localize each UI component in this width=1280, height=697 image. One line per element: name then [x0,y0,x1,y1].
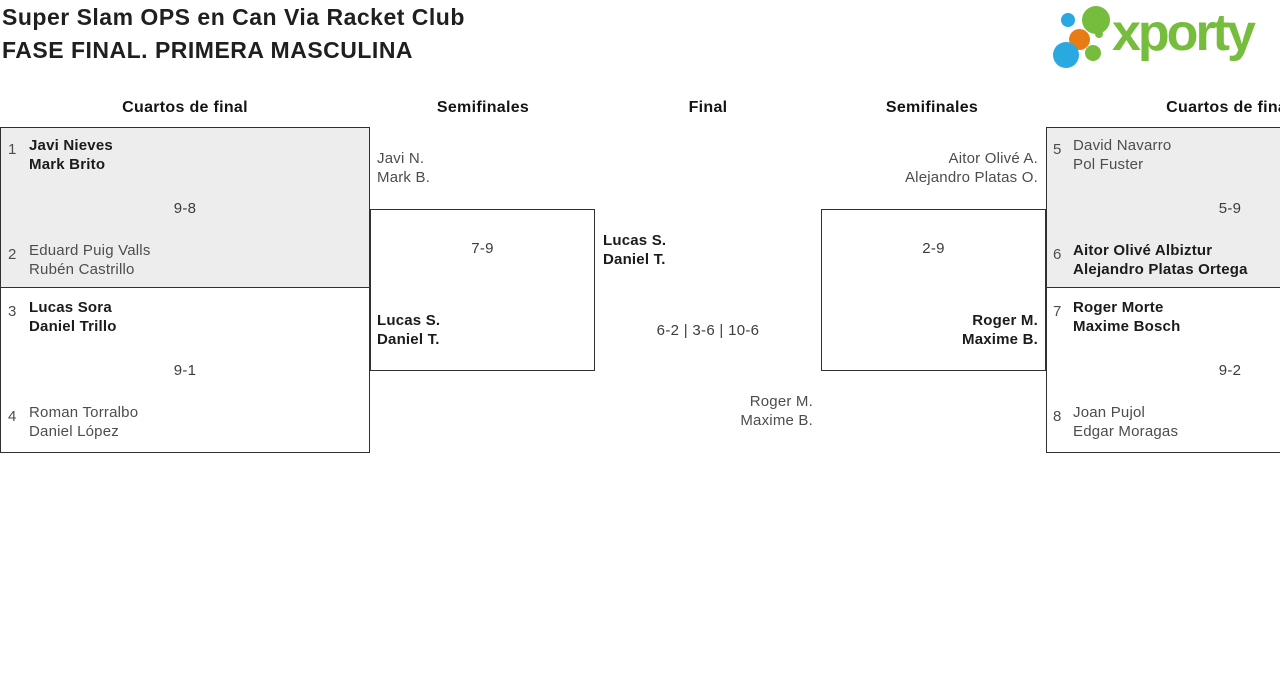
player-name: Aitor Olivé A. [948,150,1038,167]
player-name: Javi N. [377,150,425,167]
team-qf2-bottom: Roman Torralbo Daniel López [29,403,138,441]
player-name: Edgar Moragas [1073,423,1179,440]
logo-wordmark: xporty [1112,4,1256,62]
logo-dot-icon [1082,6,1110,34]
match-box-sf2[interactable] [821,209,1046,371]
match-box-qf4[interactable] [1046,287,1280,453]
player-name: Lucas S. [377,312,441,329]
team-qf4-top: Roger Morte Maxime Bosch [1073,298,1180,336]
player-name: Roger M. [749,393,813,410]
seed-qf3-bottom: 6 [1053,246,1062,263]
match-box-qf2[interactable] [0,287,370,453]
player-name: Joan Pujol [1073,404,1146,421]
player-name: Maxime Bosch [1073,318,1181,335]
player-name: Daniel López [29,423,119,440]
player-name: Alejandro Platas Ortega [1073,261,1248,278]
logo-dot-icon [1085,45,1101,61]
player-name: Maxime B. [740,412,813,429]
player-name: Lucas S. [603,232,667,249]
team-sf2-bottom: Roger M. Maxime B. [962,311,1038,349]
player-name: Aitor Olivé Albiztur [1073,242,1213,259]
seed-qf3-top: 5 [1053,141,1062,158]
player-name: Alejandro Platas O. [904,169,1038,186]
tournament-title: Super Slam OPS en Can Via Racket Club [2,4,465,30]
phase-subtitle: FASE FINAL. PRIMERA MASCULINA [2,37,414,63]
player-name: Maxime B. [962,331,1038,348]
player-name: Daniel T. [603,251,666,268]
seed-qf4-top: 7 [1053,303,1062,320]
seed-qf2-top: 3 [8,303,17,320]
seed-qf4-bottom: 8 [1053,408,1062,425]
player-name: Roger M. [972,312,1038,329]
seed-qf1-bottom: 2 [8,246,17,263]
score-qf1: 9-8 [173,200,197,217]
team-qf3-bottom: Aitor Olivé Albiztur Alejandro Platas Or… [1073,241,1248,279]
team-qf1-bottom: Eduard Puig Valls Rubén Castrillo [29,241,151,279]
round-header-sf-right: Semifinales [885,99,979,116]
team-final-bottom: Roger M. Maxime B. [740,392,813,430]
team-qf3-top: David Navarro Pol Fuster [1073,136,1171,174]
match-box-sf1[interactable] [370,209,595,371]
player-name: Lucas Sora [29,299,112,316]
seed-qf2-bottom: 4 [8,408,17,425]
player-name: Daniel Trillo [29,318,117,335]
player-name: Pol Fuster [1073,156,1144,173]
seed-qf1-top: 1 [8,141,17,158]
player-name: David Navarro [1073,137,1172,154]
score-sf1: 7-9 [471,240,494,257]
team-sf1-bottom: Lucas S. Daniel T. [377,311,440,349]
team-qf4-bottom: Joan Pujol Edgar Moragas [1073,403,1178,441]
score-sf2: 2-9 [922,240,945,257]
team-final-top: Lucas S. Daniel T. [603,231,666,269]
player-name: Rubén Castrillo [29,261,135,278]
logo-dot-icon [1053,42,1079,68]
team-sf2-top: Aitor Olivé A. Alejandro Platas O. [905,149,1038,187]
team-sf1-top: Javi N. Mark B. [377,149,430,187]
team-qf2-top: Lucas Sora Daniel Trillo [29,298,117,336]
page-title: Super Slam OPS en Can Via Racket Club FA… [2,1,465,67]
team-qf1-top: Javi Nieves Mark Brito [29,136,113,174]
round-header-sf-left: Semifinales [436,99,530,116]
player-name: Mark B. [377,169,431,186]
match-box-qf1[interactable] [0,127,370,288]
score-qf4: 9-2 [1218,362,1242,379]
logo-dot-icon [1061,13,1075,27]
player-name: Javi Nieves [29,137,113,154]
player-name: Roger Morte [1073,299,1164,316]
logo-dot-icon [1095,30,1103,38]
score-qf2: 9-1 [173,362,197,379]
round-header-qf-left: Cuartos de final [122,99,248,116]
match-box-qf3[interactable] [1046,127,1280,288]
round-header-final: Final [688,99,728,116]
score-final: 6-2 | 3-6 | 10-6 [656,322,760,339]
xporty-logo[interactable]: xporty [1048,0,1280,75]
round-header-qf-right: Cuartos de final [1166,99,1280,116]
score-qf3: 5-9 [1218,200,1242,217]
player-name: Daniel T. [377,331,440,348]
player-name: Roman Torralbo [29,404,139,421]
player-name: Eduard Puig Valls [29,242,151,259]
player-name: Mark Brito [29,156,106,173]
